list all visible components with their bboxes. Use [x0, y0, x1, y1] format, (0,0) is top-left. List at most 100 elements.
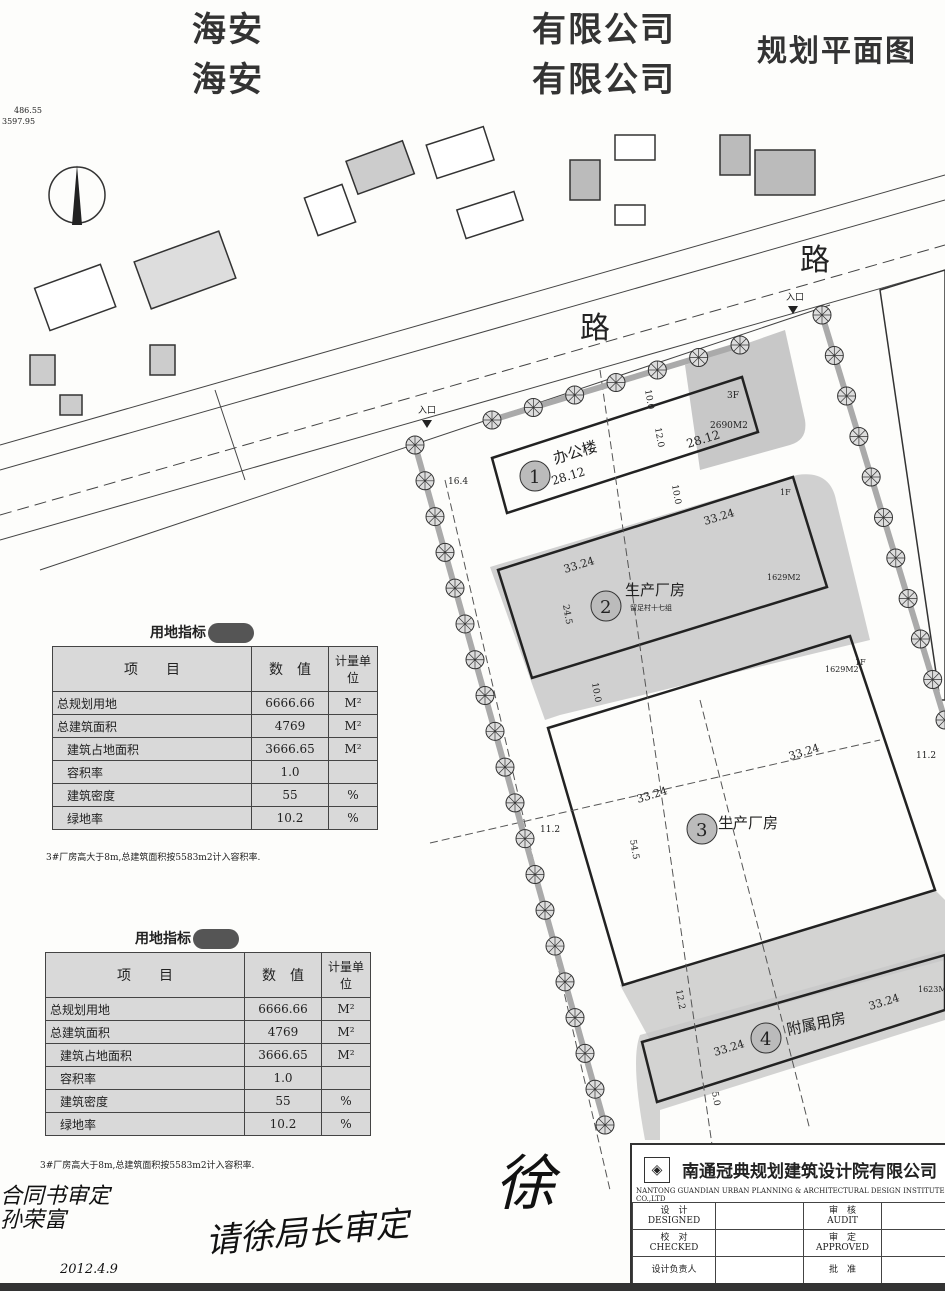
building-1-no: 1 — [529, 467, 540, 488]
row-item: 容积率 — [45, 1066, 245, 1090]
title-block: ◈ 南通冠典规划建筑设计院有限公司 NANTONG GUANDIAN URBAN… — [630, 1143, 945, 1289]
building-1-floors: 3F — [727, 391, 739, 401]
dim-7: 54.5 — [627, 839, 640, 861]
coord-y: 3597.95 — [2, 117, 36, 126]
row-item: 总规划用地 — [45, 997, 245, 1021]
tree-icon — [475, 686, 495, 706]
building-3-area: 1629M2 — [825, 665, 859, 674]
building-1-area: 2690M2 — [710, 421, 748, 431]
building-2-area: 1629M2 — [767, 573, 801, 582]
tree-icon — [730, 335, 750, 355]
row-value: 55 — [244, 1089, 322, 1113]
row-item: 绿地率 — [45, 1112, 245, 1136]
tree-icon — [535, 900, 555, 920]
tree-icon — [595, 1115, 615, 1135]
row-item: 总规划用地 — [52, 691, 252, 715]
tree-icon — [545, 936, 565, 956]
row-item: 建筑密度 — [52, 783, 252, 807]
tree-icon — [849, 427, 869, 446]
ratify-label: 批 准 — [803, 1256, 882, 1284]
row-value: 3666.65 — [244, 1043, 322, 1067]
row-value: 3666.65 — [251, 737, 329, 761]
row-unit: % — [321, 1089, 371, 1113]
building-4 — [640, 953, 945, 1104]
header-right-2: 有限公司 — [532, 60, 676, 100]
building-3 — [546, 634, 937, 987]
row-item: 容积率 — [52, 760, 252, 784]
tree-icon — [824, 346, 844, 365]
redaction-blot — [193, 929, 239, 949]
tree-icon — [923, 670, 943, 689]
row-value: 6666.66 — [244, 997, 322, 1021]
neighbour-buildings — [29, 125, 945, 701]
tree-icon — [565, 1008, 585, 1028]
dim-0: 16.4 — [448, 477, 468, 487]
entrance-label-1: 入口 — [418, 405, 436, 416]
tree-icon — [405, 435, 425, 455]
dim-6: 11.2 — [916, 751, 936, 761]
tree-icon — [555, 972, 575, 992]
tree-icon — [415, 471, 435, 491]
row-value: 55 — [251, 783, 329, 807]
building-3-name: 生产厂房 — [718, 814, 778, 832]
tree-icon — [874, 508, 893, 527]
dim-8: 11.2 — [540, 825, 560, 835]
audit-label-en: AUDIT — [827, 1216, 858, 1226]
dim-4: 24.5 — [560, 604, 573, 626]
row-unit: M² — [321, 997, 371, 1021]
row-item: 总建筑面积 — [52, 714, 252, 738]
building-2-no: 2 — [600, 597, 611, 618]
redaction-blot — [208, 623, 254, 643]
dim-5: 10.0 — [589, 682, 602, 704]
tree-icon — [935, 710, 945, 730]
tree-icon — [525, 864, 545, 884]
row-unit: M² — [321, 1043, 371, 1067]
company-logo-icon: ◈ — [644, 1157, 670, 1183]
row-value: 1.0 — [251, 760, 329, 784]
entrance-label-2: 入口 — [786, 292, 804, 303]
row-unit: M² — [328, 691, 378, 715]
row-item: 总建筑面积 — [45, 1020, 245, 1044]
building-1-name: 办公楼 — [551, 437, 599, 467]
tree-icon — [910, 629, 930, 649]
handwritten-note-left: 合同书审定 孙荣富 — [0, 1184, 111, 1233]
tree-icon — [482, 410, 502, 430]
tree-icon — [445, 578, 465, 598]
row-unit: M² — [321, 1020, 371, 1044]
dim-9: 12.2 — [673, 989, 686, 1010]
tree-icon — [886, 548, 906, 568]
tree-icon — [575, 1043, 595, 1063]
row-unit — [328, 760, 378, 784]
row-value: 4769 — [244, 1020, 322, 1044]
building-3-dim: 33.24 — [787, 741, 821, 763]
road-label-2: 路 — [800, 243, 830, 278]
tree-icon — [505, 793, 525, 813]
building-3-dim2: 33.24 — [635, 784, 669, 806]
row-item: 绿地率 — [52, 806, 252, 830]
checked-label-en: CHECKED — [649, 1243, 699, 1253]
header-value: 数 值 — [244, 952, 322, 998]
building-outlines — [490, 375, 945, 1104]
checked-label: 校 对 — [660, 1233, 688, 1243]
lead-label: 设计负责人 — [632, 1256, 716, 1284]
table-1-caption: 用地指标 — [150, 622, 254, 643]
row-unit: % — [321, 1112, 371, 1136]
building-1 — [490, 375, 760, 515]
header-item: 项 目 — [45, 952, 245, 998]
header-value: 数 值 — [251, 646, 329, 692]
tree-icon — [495, 757, 515, 777]
tree-icon — [485, 721, 505, 741]
dim-10: 5.0 — [709, 1091, 721, 1107]
road-label: 路 — [580, 311, 610, 346]
north-arrow-icon — [48, 165, 106, 225]
company-name-en: NANTONG GUANDIAN URBAN PLANNING & ARCHIT… — [636, 1187, 945, 1203]
tree-icon — [425, 507, 445, 527]
